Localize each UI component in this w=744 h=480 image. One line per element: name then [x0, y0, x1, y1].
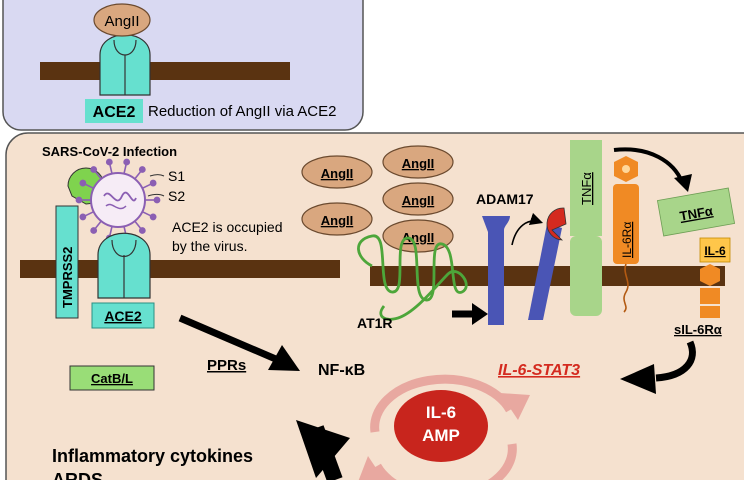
- catbl-label: CatB/L: [91, 371, 133, 386]
- virus-spike-tip: [153, 196, 161, 204]
- il6-amp-cycle: [358, 374, 530, 480]
- top-angii-label: AngII: [104, 13, 139, 30]
- soluble-tnfa-box: [656, 187, 736, 237]
- membrane-il6ra: [613, 156, 639, 313]
- s2-pointer-line: [147, 194, 165, 197]
- il6-box: [699, 237, 731, 263]
- top-ace2-receptor: [99, 34, 151, 96]
- angii-molecule: [382, 182, 454, 216]
- tnfa-membrane-label: TNFα: [579, 172, 594, 205]
- s1-pointer-line: [149, 174, 165, 177]
- arrow-amp-to-cytokines: [296, 420, 350, 480]
- s2-label: S2: [168, 188, 185, 204]
- ace2-box: [91, 302, 155, 329]
- il6-amp-core: [394, 390, 488, 462]
- catbl-box: [69, 365, 155, 391]
- ace2-label: ACE2: [104, 308, 142, 324]
- amp-line1: IL-6: [426, 403, 456, 422]
- virus-spike-tip: [149, 179, 157, 187]
- arrow-sil6ra-to-stat3: [655, 340, 696, 382]
- virus-spike-tip: [105, 158, 113, 166]
- ace2-note-line2: by the virus.: [172, 238, 247, 254]
- outcome-line1: Inflammatory cytokines: [52, 446, 253, 466]
- angii-label: AngII: [402, 193, 435, 208]
- angii-label: AngII: [321, 213, 354, 228]
- il6-label: IL-6: [704, 244, 726, 258]
- virus-spike-tip: [79, 179, 87, 187]
- angii-label: AngII: [402, 230, 435, 245]
- virus-spike-tip: [138, 166, 146, 173]
- amp-line2: AMP: [422, 426, 460, 445]
- top-membrane: [40, 62, 290, 80]
- adam17-label: ADAM17: [476, 191, 534, 207]
- tmprss2-label: TMPRSS2: [60, 247, 75, 308]
- sil6ra-label: sIL-6Rα: [674, 322, 722, 337]
- top-angii-molecule: [93, 3, 151, 37]
- at1r-label: AT1R: [357, 315, 393, 331]
- arrow-tnfa-release: [613, 147, 684, 183]
- at1r-receptor: [357, 234, 468, 321]
- angii-label: AngII: [402, 156, 435, 171]
- arrow-at1r-to-adam17: [452, 303, 488, 325]
- nfkb-label: NF-κB: [318, 362, 365, 379]
- il6ra-membrane-label: IL-6Rα: [620, 222, 634, 258]
- top-ace2-box: [85, 99, 143, 123]
- adam17-protease: [482, 216, 562, 325]
- ace2-note-line1: ACE2 is occupied: [172, 219, 283, 235]
- pprs-label: PPRs: [207, 357, 246, 374]
- angii-label: AngII: [321, 166, 354, 181]
- ace2-receptor: [97, 232, 151, 299]
- tnfa-soluble-label: TNFα: [679, 203, 714, 224]
- angii-molecule: [301, 155, 373, 189]
- infection-title: SARS-CoV-2 Infection: [42, 144, 177, 159]
- cleavage-arrow: [511, 212, 544, 246]
- top-caption: Reduction of AngII via ACE2: [148, 103, 336, 120]
- il6-stat3-label: IL-6-STAT3: [498, 362, 580, 379]
- membrane-tnfa: [570, 140, 602, 316]
- arrow-tnfa-release-head: [674, 174, 692, 192]
- top-ace2-label: ACE2: [93, 104, 136, 121]
- virus-spike-tip: [79, 213, 87, 221]
- angii-molecule: [301, 202, 373, 236]
- virus-spike-tip: [90, 166, 98, 173]
- soluble-il6ra: [700, 264, 720, 318]
- virus-spike-tip: [123, 158, 131, 166]
- adam17-catalytic-domain: [546, 207, 567, 241]
- virus-spike-tip: [149, 213, 157, 221]
- virus-spike-tip: [75, 196, 83, 204]
- virus-spike-tip: [138, 227, 146, 234]
- angii-molecule: [382, 145, 454, 179]
- arrow-ace2-to-nfkb: [178, 314, 300, 371]
- arrow-sil6ra-to-stat3-head: [620, 364, 656, 394]
- outcome-line2: ARDS: [52, 470, 103, 480]
- virus-spike-tip: [90, 227, 98, 234]
- s1-label: S1: [168, 168, 185, 184]
